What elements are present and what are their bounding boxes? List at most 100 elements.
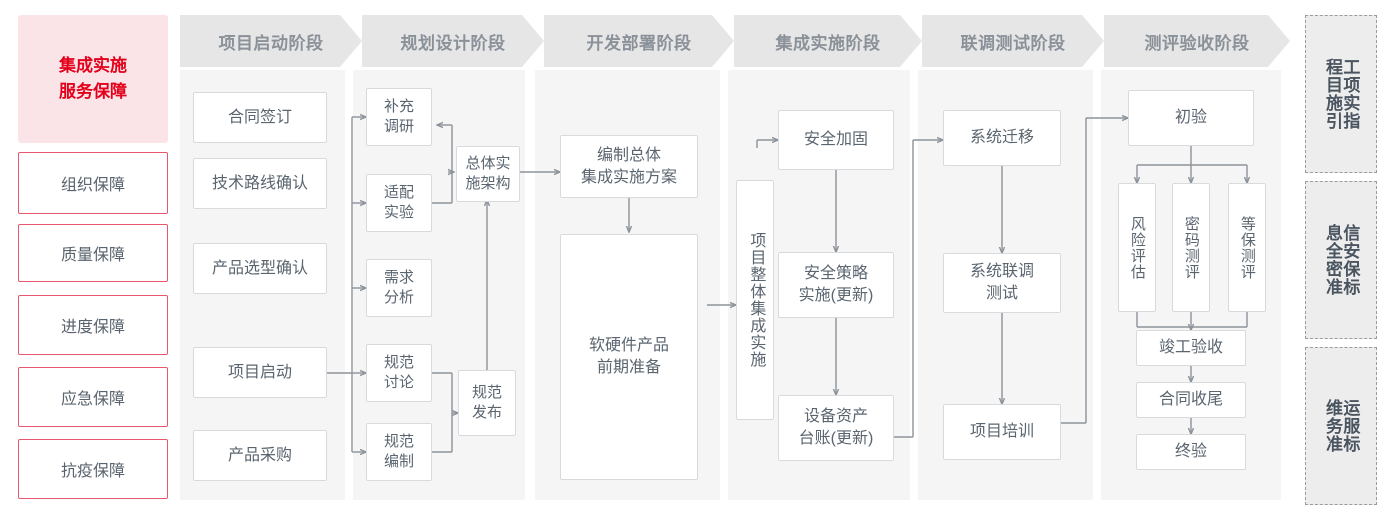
node-label-line1: 系统联调 bbox=[969, 263, 1034, 280]
node-overall-implementation-architecture[interactable]: 总体实 施架构 bbox=[456, 146, 520, 202]
node-label-line2: 分析 bbox=[383, 289, 414, 306]
node-label-line2: 集成实施方案 bbox=[580, 168, 677, 186]
node-label: 初验 bbox=[1174, 109, 1207, 126]
phase-header-2[interactable]: 规划设计阶段 bbox=[362, 15, 544, 67]
standard-label-right-column: 息全密准 bbox=[1323, 224, 1342, 296]
node-overall-integration-plan[interactable]: 编制总体 集成实施方案 bbox=[560, 135, 698, 198]
guarantee-item-emergency[interactable]: 应急保障 bbox=[18, 367, 168, 427]
node-label-line2: 实施(更新) bbox=[798, 287, 874, 304]
node-label-line1: 补充 bbox=[383, 98, 414, 115]
node-label-line1: 总体实 bbox=[465, 155, 511, 172]
node-risk-assessment[interactable]: 风险评估 bbox=[1118, 183, 1156, 312]
node-label-line1: 软硬件产品 bbox=[588, 337, 669, 354]
guarantee-item-schedule[interactable]: 进度保障 bbox=[18, 295, 168, 355]
standard-label-left-column: 运服标 bbox=[1340, 399, 1360, 453]
phase-header-6[interactable]: 测评验收阶段 bbox=[1104, 15, 1290, 67]
node-adaptation-experiment[interactable]: 适配 实验 bbox=[366, 174, 432, 232]
node-label: 合同收尾 bbox=[1158, 391, 1223, 408]
node-overall-project-integration[interactable]: 项目整体集成实施 bbox=[736, 180, 774, 420]
guarantee-item-organization[interactable]: 组织保障 bbox=[18, 152, 168, 214]
node-label-line1: 规范 bbox=[471, 384, 502, 401]
phase-header-3[interactable]: 开发部署阶段 bbox=[544, 15, 734, 67]
phase-header-5[interactable]: 联调测试阶段 bbox=[922, 15, 1104, 67]
left-rail-title: 集成实施 服务保障 bbox=[18, 15, 168, 143]
phase-header-1[interactable]: 项目启动阶段 bbox=[180, 15, 362, 67]
node-spec-drafting[interactable]: 规范 编制 bbox=[366, 423, 432, 481]
phase-header-label: 项目启动阶段 bbox=[218, 33, 324, 53]
node-label: 终验 bbox=[1174, 443, 1207, 460]
standard-infosec-confidentiality[interactable]: 息全密准 信安保标 bbox=[1305, 181, 1377, 339]
node-preliminary-acceptance[interactable]: 初验 bbox=[1128, 90, 1254, 146]
node-label: 项目启动 bbox=[227, 363, 292, 381]
node-label: 风险评估 bbox=[1128, 215, 1146, 280]
node-label: 产品选型确认 bbox=[211, 259, 308, 277]
standard-label-right-column: 程目施引 bbox=[1323, 58, 1342, 130]
node-label-line1: 安全策略 bbox=[803, 265, 868, 282]
node-label: 项目培训 bbox=[969, 423, 1034, 440]
node-label-line2: 调研 bbox=[383, 118, 414, 135]
phase-header-label: 开发部署阶段 bbox=[586, 33, 692, 53]
standard-engineering-project-guide[interactable]: 程目施引 工项实指 bbox=[1305, 15, 1377, 173]
node-label-line2: 发布 bbox=[471, 404, 502, 421]
node-hw-sw-preparation[interactable]: 软硬件产品 前期准备 bbox=[560, 234, 698, 480]
guarantee-item-label: 质量保障 bbox=[60, 247, 125, 264]
node-label-line2: 测试 bbox=[985, 285, 1018, 302]
guarantee-item-label: 组织保障 bbox=[60, 177, 125, 194]
node-asset-ledger-update[interactable]: 设备资产 台账(更新) bbox=[778, 395, 894, 461]
node-system-migration[interactable]: 系统迁移 bbox=[943, 110, 1061, 166]
node-label: 技术路线确认 bbox=[211, 174, 308, 192]
node-spec-release[interactable]: 规范 发布 bbox=[458, 370, 516, 436]
node-tech-route-confirm[interactable]: 技术路线确认 bbox=[193, 158, 327, 209]
standard-om-service[interactable]: 维务准 运服标 bbox=[1305, 347, 1377, 505]
node-label-line1: 需求 bbox=[383, 269, 414, 286]
node-product-procurement[interactable]: 产品采购 bbox=[193, 430, 327, 481]
node-final-acceptance[interactable]: 终验 bbox=[1136, 434, 1246, 470]
node-label-line1: 设备资产 bbox=[803, 408, 868, 425]
guarantee-item-label: 进度保障 bbox=[60, 319, 125, 336]
left-rail-title-line1: 集成实施 bbox=[59, 56, 127, 75]
node-label: 竣工验收 bbox=[1158, 339, 1223, 356]
node-security-policy-implementation[interactable]: 安全策略 实施(更新) bbox=[778, 252, 894, 318]
standard-label-left-column: 信安保标 bbox=[1340, 224, 1360, 296]
node-label: 产品采购 bbox=[227, 446, 292, 464]
node-label-line1: 规范 bbox=[383, 354, 414, 371]
node-label-line1: 规范 bbox=[383, 433, 414, 450]
node-label: 密码测评 bbox=[1182, 215, 1200, 280]
phase-header-label: 测评验收阶段 bbox=[1144, 33, 1250, 53]
node-label-line1: 适配 bbox=[383, 184, 414, 201]
guarantee-item-label: 抗疫保障 bbox=[60, 463, 125, 480]
left-rail-title-line2: 服务保障 bbox=[59, 82, 127, 101]
node-label: 安全加固 bbox=[803, 131, 868, 148]
node-project-training[interactable]: 项目培训 bbox=[943, 404, 1061, 460]
node-product-selection-confirm[interactable]: 产品选型确认 bbox=[193, 243, 327, 294]
node-label: 系统迁移 bbox=[969, 129, 1034, 146]
guarantee-item-epidemic[interactable]: 抗疫保障 bbox=[18, 439, 168, 499]
node-cryptography-evaluation[interactable]: 密码测评 bbox=[1172, 183, 1210, 312]
node-label-line2: 前期准备 bbox=[596, 359, 661, 376]
standard-label-left-column: 工项实指 bbox=[1340, 58, 1360, 130]
node-project-kickoff[interactable]: 项目启动 bbox=[193, 347, 327, 398]
node-system-joint-test[interactable]: 系统联调 测试 bbox=[943, 253, 1061, 313]
node-requirement-analysis[interactable]: 需求 分析 bbox=[366, 259, 432, 317]
phase-header-4[interactable]: 集成实施阶段 bbox=[734, 15, 922, 67]
node-label: 等保测评 bbox=[1238, 215, 1256, 280]
node-contract-signing[interactable]: 合同签订 bbox=[193, 92, 327, 143]
node-security-hardening[interactable]: 安全加固 bbox=[778, 110, 894, 170]
node-label: 合同签订 bbox=[227, 108, 292, 126]
node-spec-discussion[interactable]: 规范 讨论 bbox=[366, 344, 432, 402]
node-label-line2: 实验 bbox=[383, 204, 414, 221]
phase-header-label: 联调测试阶段 bbox=[960, 33, 1066, 53]
node-mlps-evaluation[interactable]: 等保测评 bbox=[1228, 183, 1266, 312]
guarantee-item-label: 应急保障 bbox=[60, 391, 125, 408]
node-label-line1: 编制总体 bbox=[596, 146, 661, 164]
node-label-line2: 编制 bbox=[383, 453, 414, 470]
node-label: 项目整体集成实施 bbox=[747, 232, 765, 368]
node-label-line2: 台账(更新) bbox=[798, 430, 874, 447]
node-contract-closeout[interactable]: 合同收尾 bbox=[1136, 382, 1246, 418]
guarantee-item-quality[interactable]: 质量保障 bbox=[18, 224, 168, 282]
node-completion-acceptance[interactable]: 竣工验收 bbox=[1136, 330, 1246, 366]
node-label-line2: 讨论 bbox=[383, 374, 414, 391]
node-supplementary-research[interactable]: 补充 调研 bbox=[366, 88, 432, 146]
standard-label-right-column: 维务准 bbox=[1323, 399, 1342, 453]
